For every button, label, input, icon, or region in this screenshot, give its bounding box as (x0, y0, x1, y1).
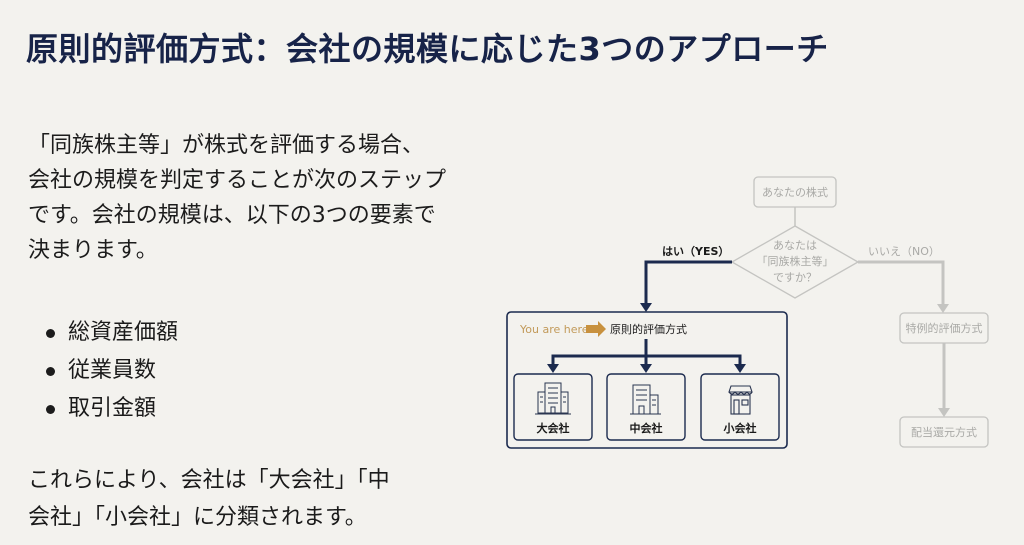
outro-paragraph: これらにより、会社は「大会社」「中 会社」「小会社」に分類されます。 (28, 462, 468, 536)
intro-line: 「同族株主等」が株式を評価する場合、 (28, 133, 425, 158)
factor-list: 総資産価額 従業員数 取引金額 (40, 314, 178, 428)
decision-line: 「同族株主等」 (757, 254, 834, 268)
special-method-label: 特例的評価方式 (906, 321, 983, 335)
no-label: いいえ（NO） (868, 245, 940, 258)
start-node (753, 176, 837, 208)
dividend-arrow (938, 408, 950, 417)
no-branch-line (858, 260, 945, 306)
decision-line: ですか？ (773, 271, 817, 284)
decision-diamond (730, 225, 860, 299)
dividend-method-label: 配当還元方式 (911, 425, 977, 439)
intro-line: 決まります。 (28, 238, 158, 263)
arrow-medium (640, 364, 652, 373)
decision-line: あなたは (773, 239, 817, 252)
dividend-method-node (899, 416, 989, 448)
medium-building-icon (630, 384, 661, 415)
medium-company-label: 中会社 (630, 421, 663, 435)
medium-company-box (606, 373, 686, 441)
small-company-box (700, 373, 780, 441)
factor-item: 従業員数 (40, 352, 178, 390)
small-company-label: 小会社 (723, 421, 757, 435)
arrow-large (547, 364, 559, 373)
yes-label: はい（YES） (662, 245, 729, 258)
shop-icon (728, 385, 753, 415)
large-building-icon (535, 382, 571, 415)
large-company-label: 大会社 (537, 421, 570, 435)
outro-line: これらにより、会社は「大会社」「中 (28, 468, 390, 493)
factor-item: 総資産価額 (40, 314, 178, 352)
yes-branch-arrow (640, 303, 652, 312)
slide-title: 原則的評価方式：会社の規模に応じた3つのアプローチ (26, 30, 829, 68)
start-node-label: あなたの株式 (762, 185, 828, 199)
intro-line: 会社の規模を判定することが次のステップ (28, 168, 447, 193)
intro-paragraph: 「同族株主等」が株式を評価する場合、 会社の規模を判定することが次のステップ で… (28, 128, 518, 268)
principle-method-label: 原則的評価方式 (610, 322, 687, 336)
arrow-small (734, 364, 746, 373)
you-are-here-arrow-icon (586, 321, 606, 337)
no-branch-arrow (937, 304, 949, 313)
factor-item: 取引金額 (40, 390, 178, 428)
outro-line: 会社」「小会社」に分類されます。 (28, 505, 367, 530)
yes-branch-line (644, 260, 732, 306)
intro-line: です。会社の規模は、以下の3つの要素で (28, 203, 436, 228)
you-are-here-label: You are here (519, 323, 589, 336)
